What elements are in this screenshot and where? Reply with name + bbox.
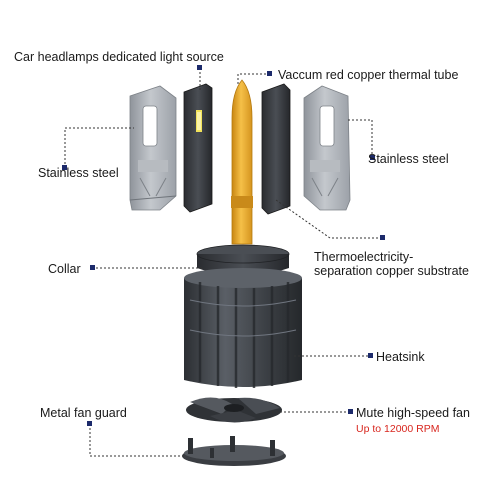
label-light-source: Car headlamps dedicated light source (14, 50, 224, 64)
metal-fan-guard-part (182, 436, 286, 466)
leader-steel-right (346, 119, 373, 158)
copper-substrate-right (261, 83, 291, 215)
copper-thermal-tube (231, 79, 253, 245)
label-thermal-tube: Vaccum red copper thermal tube (278, 68, 459, 82)
leader-lines (64, 68, 382, 457)
heatsink-part (184, 268, 302, 388)
leader-substrate (275, 199, 382, 239)
label-collar: Collar (48, 262, 81, 276)
label-heatsink: Heatsink (376, 350, 425, 364)
fan-part (186, 397, 282, 423)
leader-markers (62, 65, 385, 426)
label-steel-right: Stainless steel (368, 152, 449, 166)
led-substrate-left (183, 83, 213, 213)
stainless-steel-left-part (129, 85, 177, 211)
stainless-steel-right-part (303, 85, 351, 211)
label-substrate-line2: separation copper substrate (314, 264, 469, 278)
label-fan: Mute high-speed fan (356, 406, 470, 420)
leader-fan-guard (89, 424, 186, 457)
label-substrate-line1: Thermoelectricity- (314, 250, 414, 264)
leader-steel-left (64, 127, 134, 168)
label-steel-left: Stainless steel (38, 166, 119, 180)
label-fan-guard: Metal fan guard (40, 406, 127, 420)
leader-thermal-tube (237, 73, 270, 86)
label-fan-speed: Up to 12000 RPM (356, 423, 440, 435)
